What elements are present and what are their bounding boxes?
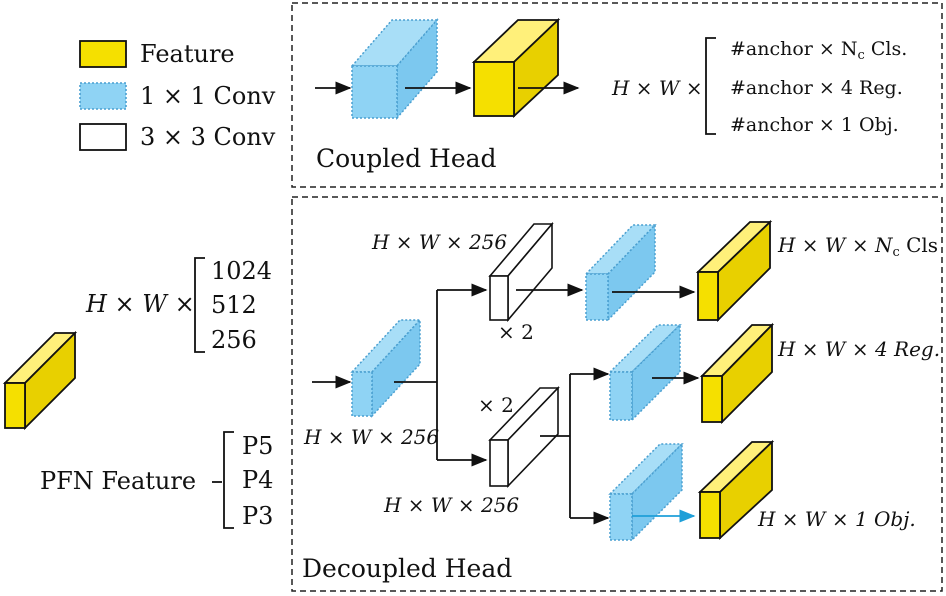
coupled-output-reg: #anchor × 4 Reg. [730,77,903,99]
decoupled-stem-conv1-block [350,318,422,418]
input-channel-1024: 1024 [211,257,272,285]
decoupled-reg-conv1-block [608,323,682,422]
coupled-head: H × W × #anchor × Nc Cls. #anchor × 4 Re… [291,2,943,188]
decoupled-obj-output-block [697,439,775,541]
decoupled-lower-conv3-block [488,386,560,488]
decoupled-lower-repeat: × 2 [478,393,514,417]
coupled-feature-block [471,17,561,119]
input-section: H × W × 1024 512 256 PFN Feature P5 P4 P… [2,257,273,530]
decoupled-cls-output-block [695,219,773,323]
input-dims-prefix: H × W × [85,290,195,318]
pfn-levels-bracket [223,431,234,529]
decoupled-reg-output-block [699,322,775,425]
coupled-dims-prefix: H × W × [611,76,703,100]
legend: Feature 1 × 1 Conv 3 × 3 Conv [79,40,276,151]
coupled-output-obj: #anchor × 1 Obj. [730,114,899,136]
decoupled-cls-conv1-block [584,223,657,322]
legend-feature-swatch [79,40,127,68]
decoupled-obj-conv1-block [608,442,684,542]
decoupled-head-frame [291,196,943,592]
pfn-feature-label: PFN Feature [40,467,196,495]
decoupled-head-title: Decoupled Head [302,554,512,583]
input-channels-bracket [194,257,205,353]
decoupled-upper-dims: H × W × 256 [371,230,507,254]
decoupled-lower-dims: H × W × 256 [383,493,519,517]
decoupled-cls-output-label: H × W × Nc Cls [777,233,938,260]
legend-conv1-label: 1 × 1 Conv [140,82,276,110]
input-feature-block [2,330,78,431]
decoupled-head: H × W × 256 H × W × 256 × 2 H × W [291,196,943,592]
input-channel-256: 256 [211,326,257,354]
legend-conv3-label: 3 × 3 Conv [140,123,276,151]
coupled-output-cls: #anchor × Nc Cls. [730,38,907,63]
decoupled-reg-output-label: H × W × 4 Reg. [777,337,940,361]
pfn-level-p3: P3 [242,502,273,530]
legend-feature-label: Feature [140,40,235,68]
input-channel-512: 512 [211,291,257,319]
legend-conv1-swatch [79,82,127,110]
coupled-output-bracket [705,37,716,135]
decoupled-obj-output-label: H × W × 1 Obj. [757,507,916,531]
decoupled-upper-conv3-block [488,221,554,323]
decoupled-upper-repeat: × 2 [498,320,534,344]
coupled-head-frame [291,2,943,188]
legend-conv3-swatch [79,123,127,151]
coupled-head-title: Coupled Head [316,144,497,173]
pfn-level-p4: P4 [242,466,273,494]
coupled-conv1-block [350,17,439,121]
decoupled-stem-dims: H × W × 256 [303,425,439,449]
pfn-level-p5: P5 [242,432,273,460]
